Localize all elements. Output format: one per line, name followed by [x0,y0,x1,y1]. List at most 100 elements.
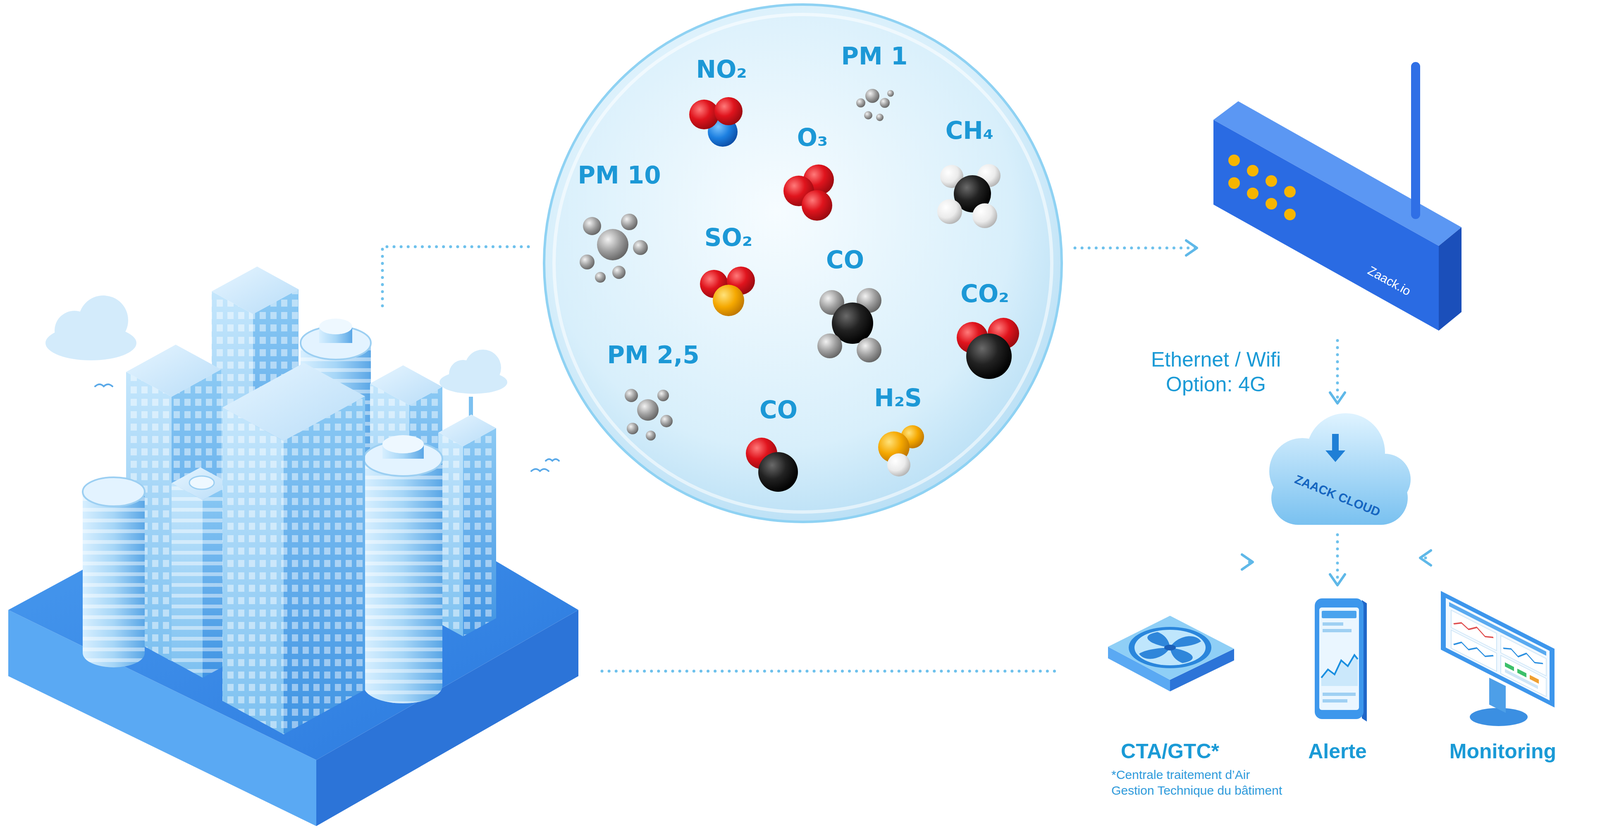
cloud-art-part-part [1271,471,1408,526]
router-leds-part [1284,186,1296,198]
city-illustration-part [82,477,145,507]
air-handling-unit: CTA/GTC* [1099,595,1241,774]
pollutant-label: PM 2,5 [606,341,700,370]
city-illustration-part [463,428,497,637]
router-leds-part [1246,164,1259,177]
monitor-art-part-part [1453,616,1494,645]
city-illustration-part [126,344,222,397]
city-illustration-part [171,483,203,679]
particles-pm1-part [865,88,880,103]
pollutant-label: O₃ [797,124,829,152]
molecule-no2-part [689,99,719,130]
molecule-h2s [878,425,925,477]
cloud-service: ZAACK CLOUD [1260,409,1414,530]
router-leds [1228,154,1296,221]
air-handling-art-part [1108,616,1235,681]
city-illustration-part [363,458,443,704]
particles-pm1-part [864,111,873,120]
city-illustration-part [211,266,299,315]
particles-pm25-part [657,389,669,402]
connector [1420,550,1431,566]
air-handling-art-part-part [1134,630,1206,666]
router-leds-part [1265,175,1278,187]
city-illustration [8,266,579,827]
arrow-head [1241,554,1253,570]
city-illustration-part [82,491,145,668]
monitor-art-part-part [1453,635,1494,666]
birds-part [545,459,559,461]
phone-art-part [1319,607,1359,711]
cloud-art-part [1325,434,1346,463]
footnote: *Centrale traitement d’Air Gestion Techn… [1111,767,1290,799]
arrow-head [1330,392,1345,404]
city-illustration-part [319,318,353,335]
phone-art-part [1322,622,1344,626]
router-leds-part [1228,177,1240,189]
pollutant-label: CO [759,396,798,425]
router-art-part [1213,119,1439,331]
dotted-connector [1336,340,1340,404]
monitoring-screen: Monitoring [1432,587,1574,774]
monitor-art-part [1469,708,1528,727]
molecule-so2-part [712,284,745,317]
particles-pm10-part [620,213,638,231]
molecule-no2-part [714,97,743,126]
pollutant-label: NO₂ [695,55,747,84]
molecule-h2s-part [887,453,911,477]
pollutant-circle: NO₂PM 1O₃CH₄PM 10SO₂COCO₂PM 2,5COH₂S [542,2,1064,524]
output-title: Alerte [1308,740,1367,765]
particles-pm10-part [612,265,626,280]
router-art [1209,57,1466,335]
phone-art-part [1322,699,1348,703]
molecule-ch4-part [972,203,998,229]
phone-art-part [1321,611,1357,619]
dotted-link-part [601,670,1062,674]
particles-pm25-part [637,399,659,421]
particles-pm1-part [856,98,866,108]
monitor-art-part-part [1500,655,1547,698]
pollutant-label: PM 1 [841,42,908,71]
pollutant-label: SO₂ [704,224,753,252]
dotted-connector [1336,534,1340,586]
particles-pm1-part [887,90,894,97]
molecule-co2 [956,317,1020,380]
city-illustration-part [463,428,497,637]
air-handling-art-part-part [1164,644,1176,651]
phone-art-part [1321,655,1358,687]
monitor-art-part [1449,602,1547,698]
pollutant-label: H₂S [874,384,922,413]
particles-pm25 [624,389,673,441]
particles-pm10-part [597,229,629,261]
arrow-head [1186,240,1197,256]
dotted-connector [1074,246,1197,250]
connector [1330,340,1345,404]
monitor-art-part-part [1504,669,1538,690]
city-illustration-part [82,491,145,668]
router-art-part [1411,62,1421,220]
particles-pm1-part [876,113,884,122]
output-title: Monitoring [1449,740,1557,765]
pollutant-circle-art [542,2,1064,524]
city-illustration-part [382,435,424,454]
city-illustration-part [222,407,284,735]
birds-part [95,384,113,387]
monitor-art-part [1445,598,1550,701]
output-title: CTA/GTC* [1120,740,1220,765]
particles-pm10-part [594,272,606,283]
router-leds-part [1228,154,1240,167]
connector [1241,554,1253,570]
router-leds-part [1246,187,1259,200]
particles-pm10-part [579,254,595,270]
router-leds-part [1265,198,1278,210]
router-device: Zaack.io [1209,57,1466,335]
particles-pm1 [856,88,894,122]
city-illustration-part [370,365,443,406]
particles-pm10 [579,213,648,283]
cloud-art-part [1269,413,1411,526]
birds-part [531,469,549,472]
molecule-co [745,437,798,492]
city-illustration-part [189,476,215,490]
phone-art-part [1314,598,1364,720]
phone-art-part [1322,692,1356,697]
